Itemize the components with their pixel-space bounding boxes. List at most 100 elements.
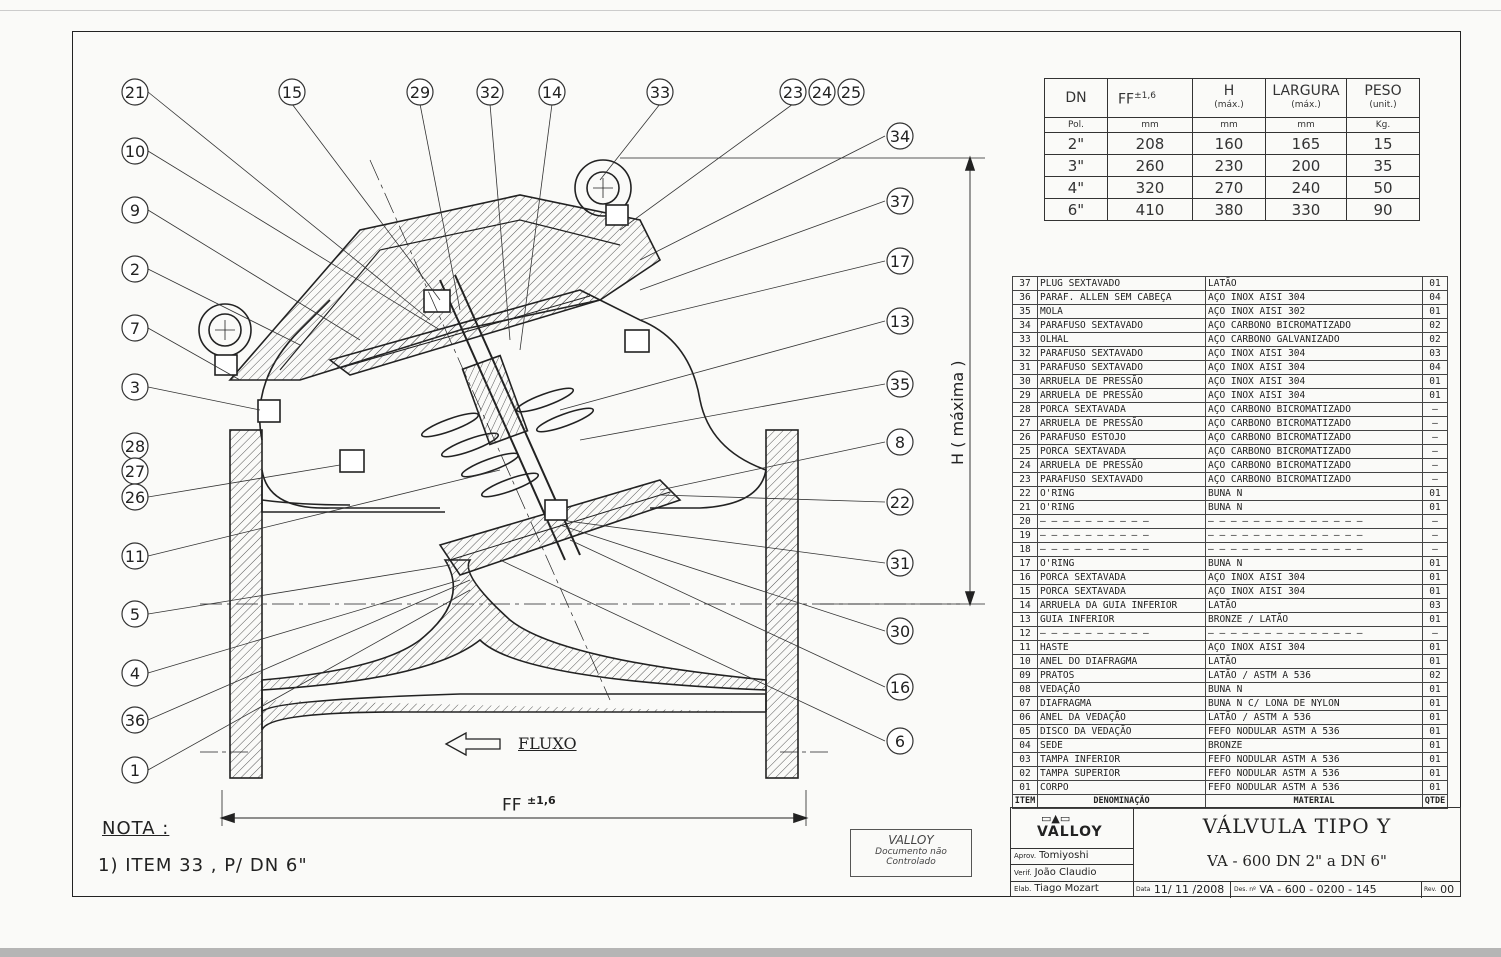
svg-text:2: 2 [130, 260, 140, 279]
svg-text:8: 8 [895, 433, 905, 452]
callout-32: 32 [476, 78, 504, 106]
callout-23: 23 [779, 78, 807, 106]
item-qty: 02 [1422, 318, 1448, 333]
callout-2: 2 [121, 255, 149, 283]
item-qty: 01 [1422, 374, 1448, 389]
svg-text:6: 6 [895, 732, 905, 751]
item-qty: 01 [1422, 724, 1448, 739]
svg-text:10: 10 [125, 142, 145, 161]
item-number: 07 [1012, 696, 1038, 711]
item-material: LATÃO [1205, 276, 1423, 291]
item-number: 19 [1012, 528, 1038, 543]
item-name: ARRUELA DE PRESSÃO [1037, 374, 1206, 389]
item-number: 34 [1012, 318, 1038, 333]
svg-text:34: 34 [890, 127, 910, 146]
item-name: PORCA SEXTAVADA [1037, 584, 1206, 599]
item-qty: 01 [1422, 766, 1448, 781]
callout-22: 22 [886, 488, 914, 516]
parts-header-cell: DENOMINAÇÃO [1037, 794, 1206, 809]
svg-text:37: 37 [890, 192, 910, 211]
flow-arrow [444, 731, 501, 757]
parts-row: 12— — — — — — — — — —— — — — — — — — — —… [1012, 626, 1448, 641]
item-qty: 01 [1422, 780, 1448, 795]
item-number: 31 [1012, 360, 1038, 375]
item-number: 10 [1012, 654, 1038, 669]
svg-text:4: 4 [130, 664, 140, 683]
svg-text:22: 22 [890, 493, 910, 512]
item-qty: 01 [1422, 570, 1448, 585]
item-number: 25 [1012, 444, 1038, 459]
item-material: FEFO NODULAR ASTM A 536 [1205, 766, 1423, 781]
callout-30: 30 [886, 617, 914, 645]
svg-text:35: 35 [890, 375, 910, 394]
svg-text:31: 31 [890, 554, 910, 573]
item-name: PORCA SEXTAVADA [1037, 444, 1206, 459]
item-number: 04 [1012, 738, 1038, 753]
svg-text:32: 32 [480, 83, 500, 102]
item-material: BUNA N [1205, 556, 1423, 571]
item-material: AÇO INOX AISI 304 [1205, 584, 1423, 599]
parts-header-cell: QTDE [1422, 794, 1448, 809]
item-material: AÇO CARBONO BICROMATIZADO [1205, 402, 1423, 417]
callout-36: 36 [121, 706, 149, 734]
item-material: BUNA N [1205, 486, 1423, 501]
item-number: 01 [1012, 780, 1038, 795]
item-number: 29 [1012, 388, 1038, 403]
callout-1: 1 [121, 756, 149, 784]
item-material: AÇO CARBONO BICROMATIZADO [1205, 430, 1423, 445]
item-material: AÇO INOX AISI 304 [1205, 374, 1423, 389]
svg-text:3: 3 [130, 378, 140, 397]
eye-bolt-left [198, 303, 252, 376]
callout-13: 13 [886, 307, 914, 335]
item-material: AÇO CARBONO GALVANIZADO [1205, 332, 1423, 347]
item-material: BUNA N [1205, 500, 1423, 515]
item-name: VEDAÇÃO [1037, 682, 1206, 697]
item-name: PORCA SEXTAVADA [1037, 570, 1206, 585]
callout-10: 10 [121, 137, 149, 165]
parts-row: 20— — — — — — — — — —— — — — — — — — — —… [1012, 514, 1448, 529]
callout-25: 25 [837, 78, 865, 106]
drawing-frame [72, 31, 1461, 897]
svg-text:30: 30 [890, 622, 910, 641]
item-qty: — [1422, 472, 1448, 487]
body-neck-right [599, 299, 767, 471]
drawing-subtitle: VA - 600 DN 2" a DN 6" [1207, 852, 1387, 870]
svg-text:36: 36 [125, 711, 145, 730]
item-number: 33 [1012, 332, 1038, 347]
item-material: AÇO INOX AISI 304 [1205, 346, 1423, 361]
svg-text:17: 17 [890, 252, 910, 271]
item-number: 17 [1012, 556, 1038, 571]
item-name: ARRUELA DA GUIA INFERIOR [1037, 598, 1206, 613]
callout-31: 31 [886, 549, 914, 577]
item-name: TAMPA INFERIOR [1037, 752, 1206, 767]
callout-15: 15 [278, 78, 306, 106]
callout-17: 17 [886, 247, 914, 275]
item-material: FEFO NODULAR ASTM A 536 [1205, 724, 1423, 739]
item-material: LATÃO [1205, 654, 1423, 669]
item-material: BRONZE [1205, 738, 1423, 753]
item-name: ANEL DO DIAFRAGMA [1037, 654, 1206, 669]
item-qty: 01 [1422, 584, 1448, 599]
drawing-info-row: Data 11/ 11 /2008 Des. nº VA - 600 - 020… [1133, 881, 1460, 898]
item-name: DIAFRAGMA [1037, 696, 1206, 711]
dims-col-ff: FF±1,6 [1107, 78, 1193, 118]
item-name: PARAFUSO SEXTAVADO [1037, 360, 1206, 375]
callout-21: 21 [121, 78, 149, 106]
callout-37: 37 [886, 187, 914, 215]
item-number: 21 [1012, 500, 1038, 515]
